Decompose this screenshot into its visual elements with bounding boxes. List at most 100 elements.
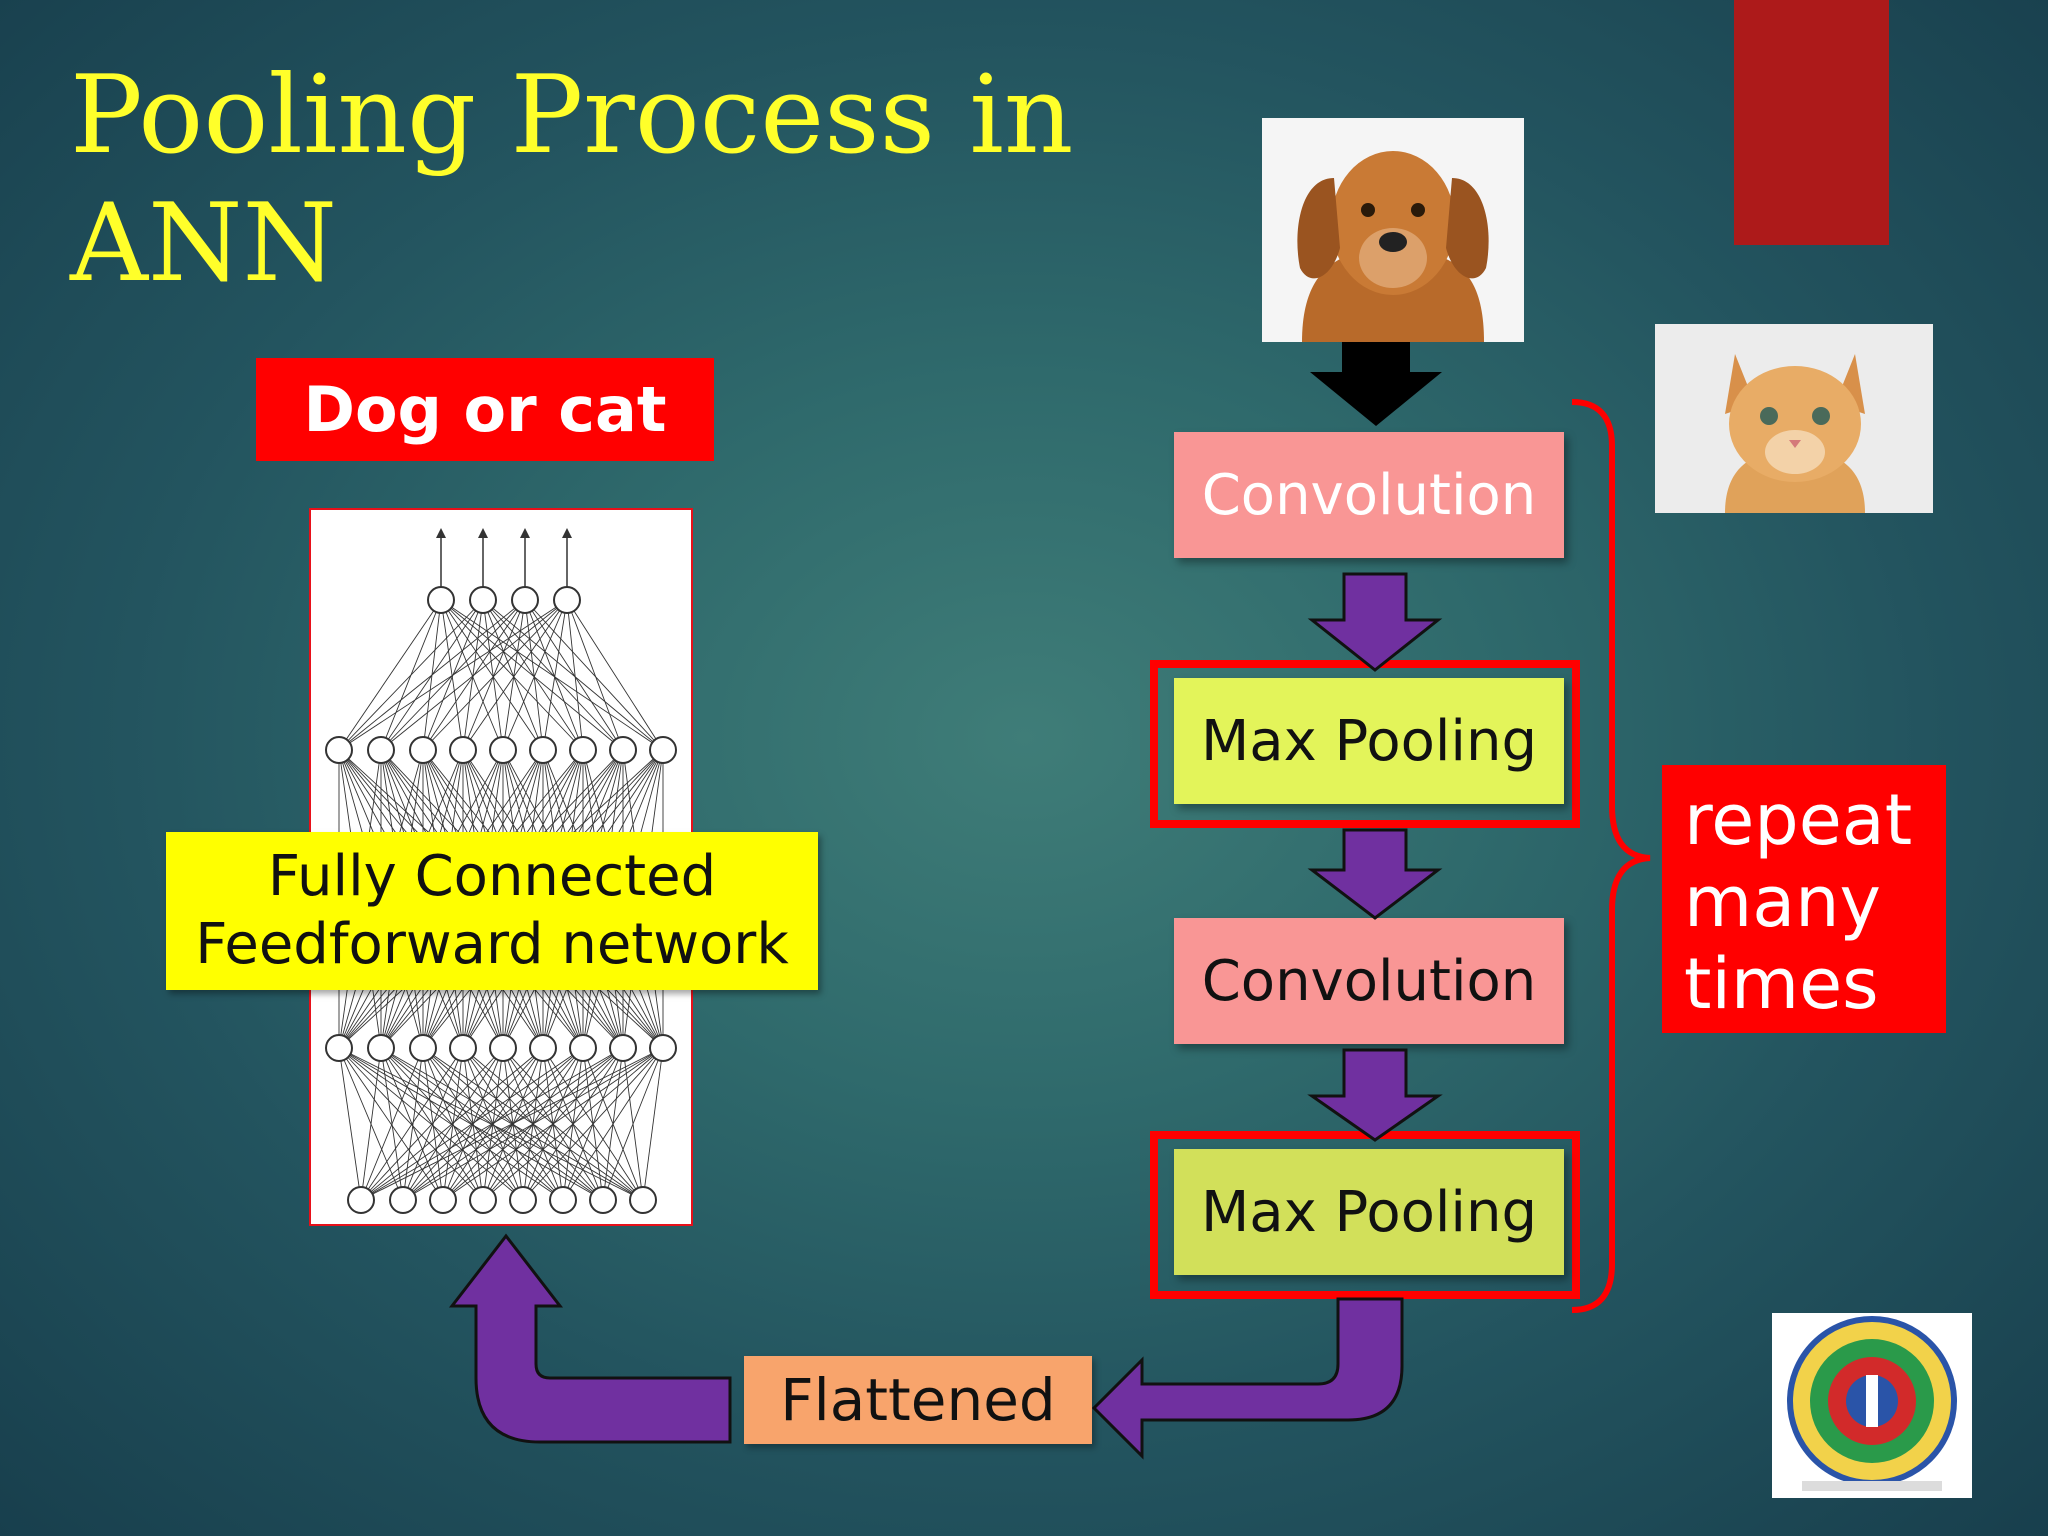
- network-connection: [380, 599, 568, 751]
- network-connection: [502, 599, 568, 751]
- output-arrowhead: [478, 528, 488, 538]
- network-connection: [338, 1047, 444, 1201]
- max-pooling-step-1: Max Pooling: [1174, 678, 1564, 804]
- network-connection: [360, 1047, 504, 1201]
- network-connection: [360, 1047, 544, 1201]
- network-label: Fully Connected Feedforward network: [166, 832, 818, 990]
- network-neuron: [489, 1034, 517, 1062]
- repeat-brace: [1571, 399, 1651, 1313]
- network-connection: [440, 599, 504, 751]
- purple-down-arrow-3: [1307, 1048, 1443, 1142]
- network-neuron: [427, 586, 455, 614]
- network-connection: [402, 1047, 664, 1201]
- network-connection: [338, 599, 526, 751]
- network-connection: [602, 1047, 664, 1201]
- network-connection: [360, 1047, 464, 1201]
- slide-title-line1: Pooling Process in: [70, 53, 1074, 178]
- network-neuron: [569, 1034, 597, 1062]
- network-neuron: [609, 736, 637, 764]
- network-connection: [562, 1047, 664, 1201]
- network-connection: [440, 599, 464, 751]
- network-neuron: [649, 736, 677, 764]
- network-connection: [338, 599, 484, 751]
- network-connection: [462, 599, 568, 751]
- network-connection: [338, 1047, 564, 1201]
- network-connection: [524, 599, 544, 751]
- network-neuron: [469, 1186, 497, 1214]
- network-connection: [422, 599, 568, 751]
- network-neuron: [511, 586, 539, 614]
- network-connection: [566, 599, 624, 751]
- network-connection: [440, 599, 664, 751]
- convolution-step-1: Convolution: [1174, 432, 1564, 558]
- network-neuron: [367, 736, 395, 764]
- max-pooling-highlight-2: [1150, 1131, 1580, 1299]
- network-connection: [338, 1047, 644, 1201]
- repeat-label: repeat many times: [1662, 765, 1946, 1033]
- cat-photo: [1655, 324, 1933, 513]
- purple-bent-arrow-right: [1091, 1297, 1404, 1460]
- network-neuron: [325, 1034, 353, 1062]
- network-neuron: [409, 1034, 437, 1062]
- network-connection: [482, 599, 624, 751]
- network-connection: [440, 599, 584, 751]
- network-neuron: [529, 1034, 557, 1062]
- network-connection: [442, 1047, 664, 1201]
- network-connection: [462, 599, 484, 751]
- neural-network-diagram: [325, 528, 677, 1214]
- network-neuron: [367, 1034, 395, 1062]
- network-neuron: [469, 586, 497, 614]
- slide-title-line2: ANN: [70, 181, 337, 306]
- network-neuron: [409, 736, 437, 764]
- slide-title: Pooling Process in ANN: [70, 52, 1170, 308]
- network-connection: [482, 599, 584, 751]
- network-neuron: [325, 736, 353, 764]
- network-connection: [360, 1047, 664, 1201]
- output-arrowhead: [520, 528, 530, 538]
- network-neuron: [569, 736, 597, 764]
- network-connection: [360, 1047, 424, 1201]
- output-label: Dog or cat: [256, 358, 714, 461]
- network-connection: [524, 599, 624, 751]
- network-connection: [338, 599, 442, 751]
- network-neuron: [489, 736, 517, 764]
- network-connection: [524, 599, 584, 751]
- decorative-red-bar: [1734, 0, 1889, 245]
- network-connection: [542, 599, 568, 751]
- network-connection: [440, 599, 544, 751]
- network-connection: [402, 1047, 424, 1201]
- purple-down-arrow-1: [1307, 572, 1443, 672]
- network-connection: [360, 1047, 382, 1201]
- dog-photo: [1262, 118, 1524, 342]
- network-neuron: [529, 736, 557, 764]
- repeat-label-line1: repeat: [1684, 779, 1913, 861]
- network-neuron: [509, 1186, 537, 1214]
- network-connection: [338, 1047, 604, 1201]
- network-connection: [482, 599, 664, 751]
- network-connection: [402, 1047, 584, 1201]
- network-neuron: [553, 586, 581, 614]
- network-connection: [642, 1047, 664, 1201]
- purple-bent-arrow-left: [448, 1233, 732, 1444]
- network-connection: [402, 1047, 464, 1201]
- network-neuron: [649, 1034, 677, 1062]
- network-neuron: [449, 1034, 477, 1062]
- network-connection: [566, 599, 664, 751]
- network-neuron: [347, 1186, 375, 1214]
- network-connection: [522, 1047, 664, 1201]
- network-label-line2: Feedforward network: [195, 912, 789, 977]
- cat-illustration: [1655, 324, 1933, 513]
- network-connection: [502, 599, 526, 751]
- network-connection: [524, 599, 664, 751]
- network-connection: [338, 1047, 524, 1201]
- network-neuron: [589, 1186, 617, 1214]
- network-connection: [566, 599, 584, 751]
- max-pooling-highlight-1: [1150, 660, 1580, 828]
- black-down-arrow: [1310, 342, 1442, 426]
- max-pooling-step-2: Max Pooling: [1174, 1149, 1564, 1275]
- network-connection: [402, 1047, 504, 1201]
- flattened-step: Flattened: [744, 1356, 1092, 1444]
- network-connection: [482, 1047, 664, 1201]
- network-neuron: [389, 1186, 417, 1214]
